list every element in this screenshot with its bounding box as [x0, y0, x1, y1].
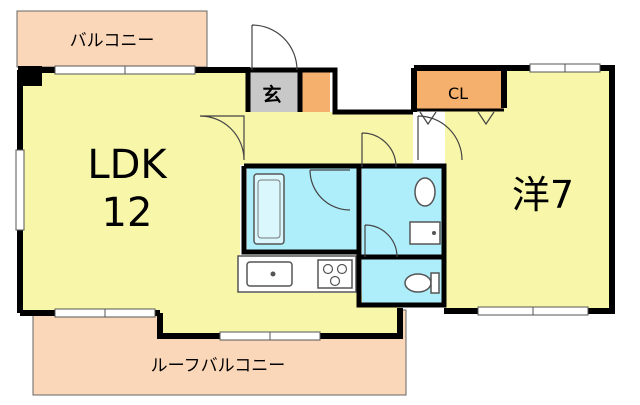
hallway-floor: [248, 112, 413, 167]
shoe-storage: [300, 70, 330, 112]
balcony-label: バルコニー: [70, 31, 155, 51]
stove-icon: [317, 259, 353, 289]
toilet-bowl-icon: [404, 273, 432, 293]
ldk-label: LDK: [87, 142, 168, 188]
ldk-size-label: 12: [102, 190, 153, 236]
entrance-label: 玄: [262, 83, 281, 106]
washer-pan-icon: [409, 221, 441, 245]
core-wall: [241, 163, 447, 308]
windows: [15, 63, 601, 341]
sink-drain-icon: [270, 271, 276, 277]
burner-icon: [329, 275, 341, 287]
toilet-door: [364, 224, 398, 258]
bathtub-inner-icon: [257, 179, 281, 239]
toilet-tank-icon: [430, 272, 440, 294]
corner-column: [18, 66, 42, 86]
closet-label: CL: [448, 84, 468, 103]
entrance-wall: [245, 67, 413, 115]
ldk-door: [199, 115, 245, 161]
western-room-door: [417, 115, 463, 161]
balcony-fill: [16, 10, 208, 68]
entrance-door: [251, 24, 298, 71]
window: [15, 149, 25, 231]
closet-door-right: [477, 111, 495, 126]
closet-floor: [415, 70, 503, 110]
roof-balcony-label: ルーフバルコニー: [151, 356, 286, 376]
entrance-floor: [250, 70, 300, 112]
washer-drain-icon: [432, 231, 436, 235]
bathtub-icon: [253, 173, 285, 245]
doors: [199, 24, 495, 258]
western-room-label: 洋7: [512, 173, 574, 217]
washbasin-icon: [414, 177, 436, 207]
sink-icon: [246, 261, 293, 287]
washroom-door: [361, 132, 397, 168]
balcony-area: バルコニー: [16, 10, 208, 68]
ldk-floor: [20, 70, 400, 335]
burner-icon: [322, 263, 334, 275]
bathroom-door: [309, 169, 351, 211]
burner-icon: [336, 263, 348, 275]
closet-door-left: [419, 111, 437, 126]
